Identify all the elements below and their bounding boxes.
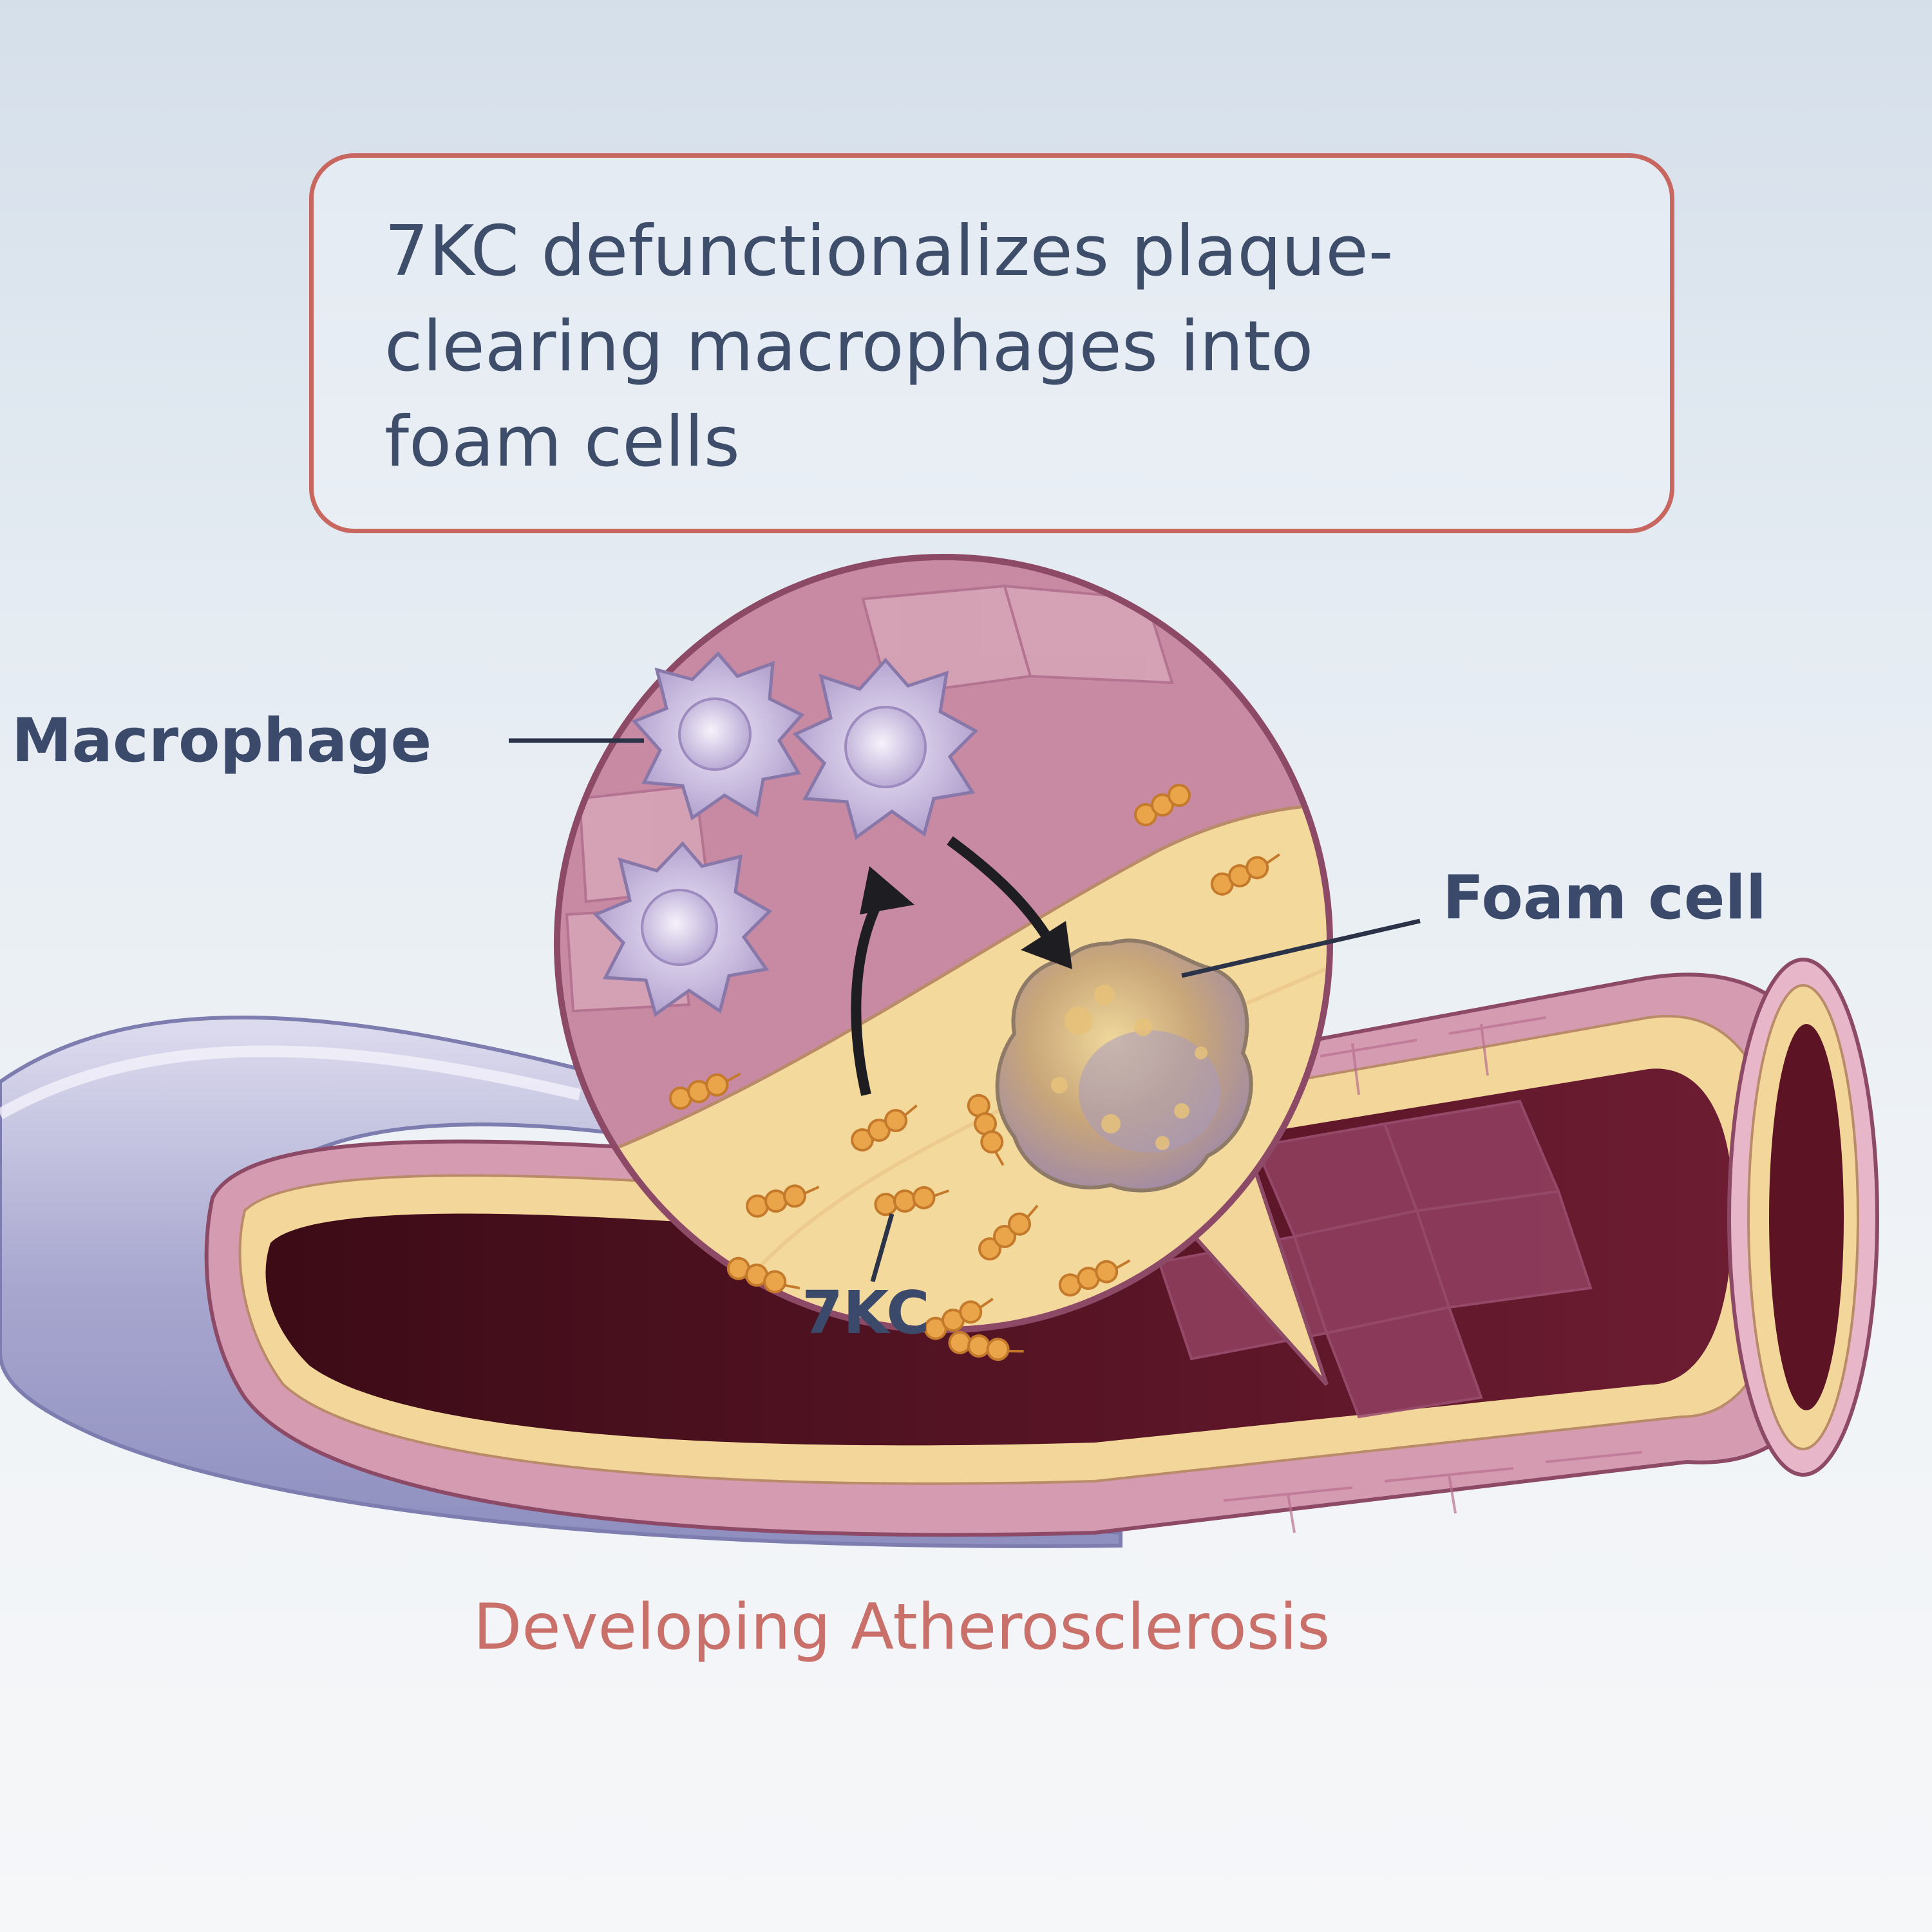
macrophage-label: Macrophage	[12, 706, 432, 776]
7kc-label: 7KC	[802, 1278, 930, 1347]
foam-cell-leader-line	[1181, 918, 1421, 978]
foam-cell	[995, 938, 1253, 1193]
7kc-particle	[1134, 784, 1191, 826]
7kc-particle	[967, 1094, 1005, 1166]
7kc-leader-line	[870, 1213, 895, 1282]
macrophage-cell	[792, 658, 979, 840]
7kc-particle	[1058, 1259, 1131, 1297]
curved-arrow-down-icon	[947, 836, 1072, 969]
headline-text: 7KC defunctionalizes plaque-clearing mac…	[384, 211, 1394, 482]
macrophage-cell	[592, 841, 773, 1018]
headline-frame: 7KC defunctionalizes plaque-clearing mac…	[309, 153, 1674, 533]
curved-arrow-up-icon	[851, 866, 914, 1096]
7kc-particle	[668, 1072, 741, 1110]
7kc-particle	[746, 1184, 820, 1218]
foam-cell-label: Foam cell	[1443, 863, 1767, 933]
7kc-particle	[726, 1256, 800, 1294]
7kc-particle	[978, 1204, 1039, 1261]
7kc-particle	[923, 1298, 994, 1340]
ketocholesterol-particles	[668, 784, 1280, 1361]
7kc-particle	[1210, 853, 1280, 896]
7kc-particle	[874, 1186, 949, 1217]
macrophage-cell	[631, 651, 805, 821]
7kc-particle	[948, 1331, 1024, 1361]
macrophage-cells	[592, 651, 979, 1018]
7kc-particle	[851, 1104, 918, 1151]
illustration-caption: Developing Atherosclerosis	[473, 1591, 1331, 1664]
